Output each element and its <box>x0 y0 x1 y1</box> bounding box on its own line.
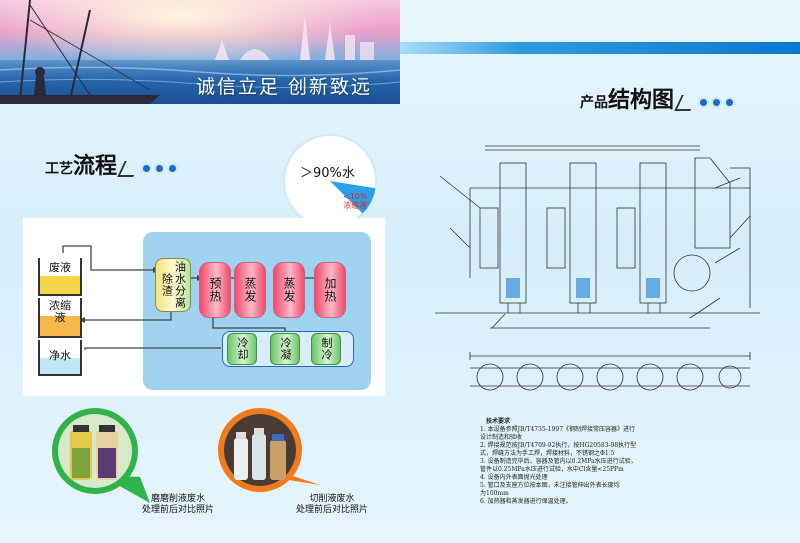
equipment-structure-drawing <box>435 145 760 391</box>
header-banner: 诚信立足 创新致远 <box>0 0 400 104</box>
spec-line-1: 1. 本设备参照JB/T4735-1997《钢制焊接常压容器》进行 <box>480 426 636 433</box>
grinding-caption-line-2: 处理前后对比照片 <box>141 505 214 515</box>
specs-heading: 技术要求 <box>486 418 511 425</box>
pie-label-percent: <10% <box>343 192 368 201</box>
dots-icon <box>698 97 736 108</box>
heater-unit: 加热 <box>314 262 346 318</box>
spec-line-2: 设计制造和验收 <box>480 434 523 441</box>
spec-line-10: 6. 加热器和蒸发器进行保温处理。 <box>480 498 572 505</box>
refrigerate-label: 制冷 <box>320 337 333 361</box>
grinding-photo-ring <box>52 408 138 494</box>
pie-label-concentrate: <10% 浓缩液 <box>343 192 367 210</box>
structure-title-big: 结构图 <box>608 88 675 113</box>
cutting-caption-line-1: 切削液废水 <box>309 494 355 504</box>
pie-slice-concentrate <box>330 181 376 214</box>
dots-icon <box>141 163 179 174</box>
preheat-label: 预热 <box>208 277 222 303</box>
spec-line-5: 3. 设备制造完毕后，容器及管内以0.2MPa水压进行试验， <box>480 458 637 465</box>
evaporator-1: 蒸发 <box>234 262 266 318</box>
cutting-caption: 切削液废水 处理前后对比照片 <box>272 494 392 516</box>
grinding-waste-photo <box>58 414 132 488</box>
slag-removal-label: 除渣 <box>160 273 174 297</box>
pie-label-text: 浓缩液 <box>343 201 368 210</box>
oil-water-separator: 除渣 油水分离 <box>155 258 191 312</box>
condenser-unit: 冷凝 <box>270 333 300 365</box>
pie-label-water: ＞90%水 <box>300 166 355 181</box>
technical-requirements: 技术要求 1. 本设备参照JB/T4735-1997《钢制焊接常压容器》进行 设… <box>480 418 780 506</box>
refrigeration-unit: 制冷 <box>311 333 341 365</box>
concentrate-text-3: 液 <box>54 311 66 324</box>
spec-line-7: 4. 设备内外表面抛光处理 <box>480 474 548 481</box>
water-ratio-pie <box>283 134 377 228</box>
evaporate-2-label: 蒸发 <box>282 277 296 303</box>
grinding-caption-line-1: 磨磨削液废水 <box>150 494 205 504</box>
evaporate-1-label: 蒸发 <box>243 277 257 303</box>
company-slogan: 诚信立足 创新致远 <box>196 76 373 98</box>
cutting-photo-ring <box>218 408 302 492</box>
clean-water-tank: 净水 <box>38 340 82 376</box>
process-title: 工艺流程 <box>45 148 179 180</box>
header-stripe <box>400 42 800 54</box>
preheat-unit: 预热 <box>199 262 231 318</box>
clean-water-label: 净水 <box>49 349 71 362</box>
concentrate-text-2: 缩 <box>60 299 71 312</box>
spec-line-3: 2. 焊接规范按JB/T4709-92执行，按HG20583-98执行型 <box>480 442 637 449</box>
concentrate-tank: 浓缩 液 <box>38 298 82 338</box>
waste-liquid-label: 废液 <box>40 262 80 274</box>
spec-line-9: 为100mm <box>480 490 509 497</box>
structure-title: 产品结构图 <box>580 82 736 114</box>
condense-label: 冷凝 <box>279 337 292 361</box>
evaporator-2: 蒸发 <box>273 262 305 318</box>
process-title-small: 工艺 <box>45 161 73 177</box>
waste-tank-text: 废液 <box>49 261 71 274</box>
heat-label: 加热 <box>323 277 337 303</box>
waste-liquid-tank: 废液 <box>38 258 82 296</box>
structure-title-small: 产品 <box>580 95 608 111</box>
spec-line-6: 管件以0.25MPa水压进行试验，水中Cl含量<25PPm <box>480 466 624 473</box>
cool-label: 冷却 <box>236 337 249 361</box>
concentrate-text-1: 浓 <box>49 299 60 312</box>
sunset-sea-image <box>0 0 400 104</box>
cutting-waste-photo <box>224 414 296 486</box>
process-title-big: 流程 <box>73 154 118 179</box>
spec-line-4: 式，焊缝方法为手工焊，焊接材料，不锈钢之Φ1.5 <box>480 450 615 457</box>
oil-separator-label: 油水分离 <box>173 261 187 309</box>
cooling-unit: 冷却 <box>227 333 257 365</box>
concentrate-label: 浓缩 液 <box>40 300 80 324</box>
grinding-caption: 磨磨削液废水 处理前后对比照片 <box>118 494 238 516</box>
cutting-caption-line-2: 处理前后对比照片 <box>295 505 368 515</box>
corner-mark-icon <box>674 94 698 111</box>
corner-mark-icon <box>117 160 141 177</box>
spec-line-8: 5. 管口及支座方位按本图，未注接管伸出外表长度均 <box>480 482 620 489</box>
